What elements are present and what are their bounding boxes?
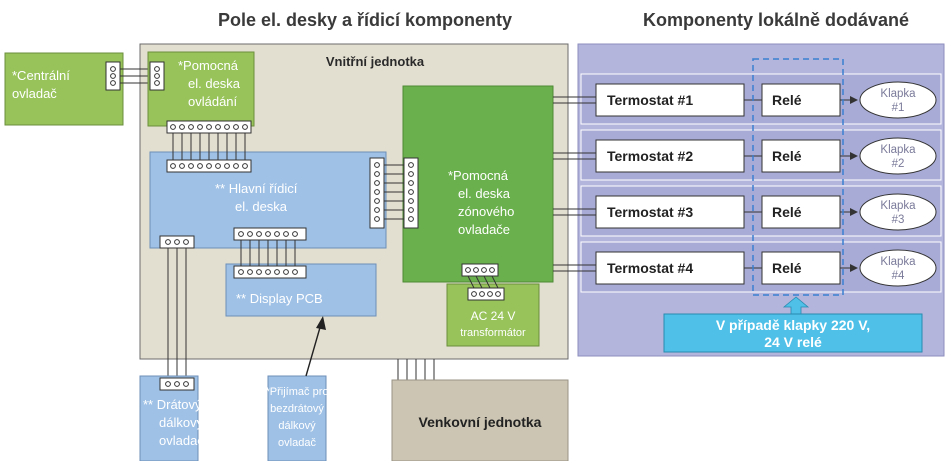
damper-4-line1: Klapka <box>880 256 916 268</box>
main-board-right-connector <box>369 157 385 229</box>
thermostat-2-label: Termostat #2 <box>607 148 693 164</box>
central-controller-line2: ovladač <box>12 86 57 101</box>
aux-control-board-line3: ovládání <box>188 94 238 109</box>
relay-4-label: Relé <box>772 260 802 276</box>
wired-remote-line3: ovladač <box>159 433 204 448</box>
thermostat-3-label: Termostat #3 <box>607 204 693 220</box>
relay-3-arrowhead <box>850 208 858 216</box>
thermostat-4-label: Termostat #4 <box>607 260 693 276</box>
aux-control-board-connector-left <box>149 61 165 91</box>
callout-line1: V případě klapky 220 V, <box>716 317 870 333</box>
transformer-line1: AC 24 V <box>471 309 516 323</box>
relay-2-label: Relé <box>772 148 802 164</box>
relay-2-arrowhead <box>850 152 858 160</box>
relay-1 <box>761 83 841 117</box>
main-to-display-wires <box>240 240 296 266</box>
relay-3-label: Relé <box>772 204 802 220</box>
central-controller-line1: *Centrální <box>12 68 70 83</box>
outdoor-unit <box>391 379 569 462</box>
relay-4-arrowhead <box>850 264 858 272</box>
indoor-unit-label: Vnitřní jednotka <box>326 54 425 69</box>
wired-remote-line2: dálkový <box>159 415 204 430</box>
zone-board-line3: zónového <box>458 204 514 219</box>
wireless-receiver-line2: bezdrátový <box>270 403 324 415</box>
wired-remote-connector <box>159 377 195 391</box>
damper-4-line2: #4 <box>892 270 905 282</box>
damper-3-line1: Klapka <box>880 200 916 212</box>
transformer-connector <box>467 287 505 301</box>
damper-1-line2: #1 <box>892 102 905 114</box>
thermostat-1 <box>595 83 745 117</box>
main-to-remote-wires <box>167 248 187 380</box>
relay-1-label: Relé <box>772 92 802 108</box>
main-board-remote-connector <box>159 235 195 249</box>
main-board-display-connector <box>233 227 307 241</box>
aux-to-main-wires <box>172 133 246 160</box>
transformer-line2: transformátor <box>460 327 526 339</box>
wireless-receiver-line3: dálkový <box>278 420 316 432</box>
zone-board-left-connector <box>403 157 419 229</box>
damper-1-line1: Klapka <box>880 88 916 100</box>
display-pcb-connector <box>233 265 307 279</box>
aux-control-board <box>147 51 255 127</box>
damper-2 <box>859 137 937 175</box>
outdoor-unit-label: Venkovní jednotka <box>419 414 542 430</box>
thermostat-2 <box>595 139 745 173</box>
zone-board-bottom-connector <box>461 263 499 277</box>
relay-3 <box>761 195 841 229</box>
damper-1 <box>859 81 937 119</box>
right-section-title: Komponenty lokálně dodávané <box>643 10 909 30</box>
zone-board-line1: *Pomocná <box>448 168 509 183</box>
main-to-zone-wires <box>384 164 404 220</box>
relay-group-dashed-frame <box>752 58 844 296</box>
main-board-line1: ** Hlavní řídicí <box>215 181 298 196</box>
central-controller-connector <box>105 61 121 91</box>
damper-3-line2: #3 <box>892 214 905 226</box>
receiver-arrow-line <box>305 323 322 377</box>
zone-controller-board <box>402 85 554 283</box>
damper-4 <box>859 249 937 287</box>
main-board-top-connector <box>166 159 252 173</box>
zone-board-line2: el. deska <box>458 186 511 201</box>
thermostat-3 <box>595 195 745 229</box>
aux-control-board-line2: el. deska <box>188 76 241 91</box>
central-controller-box <box>4 52 124 126</box>
aux-board-bottom-connector <box>166 120 252 134</box>
zone-to-thermostat-wires <box>553 96 596 272</box>
relay-4 <box>761 251 841 285</box>
main-board-line2: el. deska <box>235 199 288 214</box>
relay-2 <box>761 139 841 173</box>
damper-3 <box>859 193 937 231</box>
zone-to-transformer-wires <box>467 275 499 289</box>
relay-voltage-callout <box>663 313 923 353</box>
thermostat-4 <box>595 251 745 285</box>
receiver-arrow-head <box>316 316 326 330</box>
wired-remote-line1: ** Drátový <box>143 397 202 412</box>
damper-2-line2: #2 <box>892 158 905 170</box>
thermostat-1-label: Termostat #1 <box>607 92 693 108</box>
indoor-to-outdoor-wires <box>392 359 440 381</box>
wireless-receiver-line1: *Přijímač pro <box>266 386 329 398</box>
damper-2-line1: Klapka <box>880 144 916 156</box>
left-section-title: Pole el. desky a řídicí komponenty <box>218 10 512 30</box>
zone-board-line4: ovladače <box>458 222 510 237</box>
relay-1-arrowhead <box>850 96 858 104</box>
aux-control-board-line1: *Pomocná <box>178 58 239 73</box>
callout-line2: 24 V relé <box>764 334 822 350</box>
display-pcb-label: ** Display PCB <box>236 291 323 306</box>
wireless-receiver-line4: ovladač <box>278 437 316 449</box>
wireless-receiver <box>267 375 327 462</box>
